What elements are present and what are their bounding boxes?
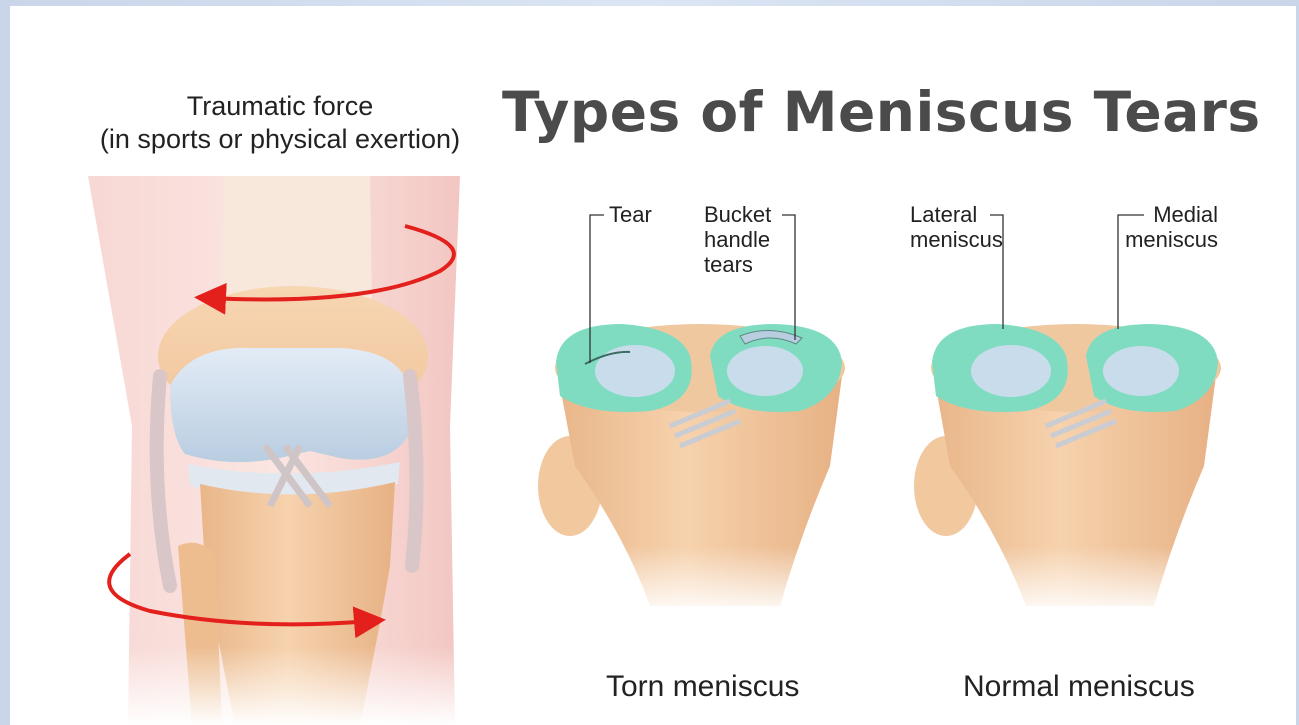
diagram-canvas: Types of Meniscus Tears Traumatic force …: [10, 6, 1296, 725]
bucket-label-line3: tears: [704, 252, 771, 277]
knee-cartilage: [170, 348, 410, 462]
lateral-label-line2: meniscus: [910, 227, 1003, 252]
tear-label: Tear: [609, 202, 652, 227]
force-label-line1: Traumatic force: [70, 90, 490, 123]
bucket-leader-line: [782, 215, 795, 340]
normal-lateral-cartilage: [971, 345, 1051, 397]
normal-medial-cartilage: [1103, 346, 1179, 396]
bucket-label-line2: handle: [704, 227, 771, 252]
ligament-medial: [410, 376, 417, 566]
main-title: Types of Meniscus Tears: [502, 80, 1222, 144]
bucket-handle-label: Bucket handle tears: [704, 202, 771, 277]
torn-medial-cartilage: [727, 346, 803, 396]
traumatic-force-label: Traumatic force (in sports or physical e…: [70, 90, 490, 156]
force-label-line2: (in sports or physical exertion): [70, 123, 490, 156]
normal-meniscus-caption: Normal meniscus: [963, 670, 1195, 704]
medial-label-line1: Medial: [1122, 202, 1218, 227]
medial-label-line2: meniscus: [1122, 227, 1218, 252]
lateral-label-line1: Lateral: [910, 202, 1003, 227]
torn-meniscus-illustration: [530, 215, 870, 616]
knee-illustration: [70, 176, 490, 725]
bucket-label-line1: Bucket: [704, 202, 771, 227]
normal-meniscus-illustration: [906, 215, 1246, 616]
medial-meniscus-label: Medial meniscus: [1122, 202, 1218, 252]
lateral-meniscus-label: Lateral meniscus: [910, 202, 1003, 252]
torn-lateral-cartilage: [595, 345, 675, 397]
torn-meniscus-caption: Torn meniscus: [606, 670, 799, 704]
